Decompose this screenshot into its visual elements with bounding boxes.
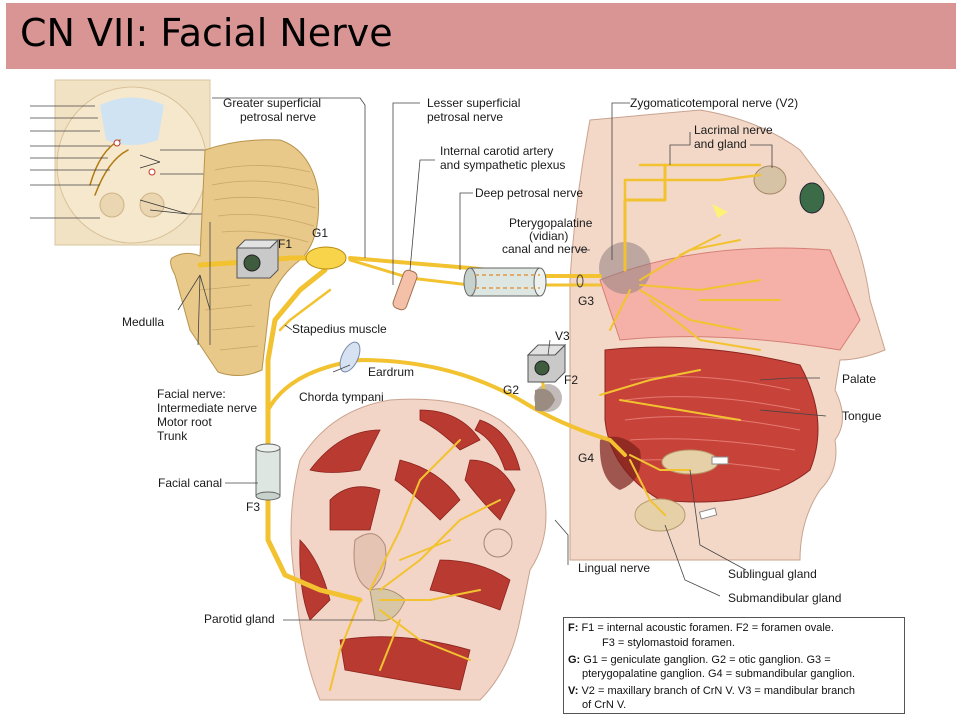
title-bar: CN VII: Facial Nerve <box>6 3 956 69</box>
label-f2: F2 <box>564 373 578 387</box>
label-pterygo-2: (vidian) <box>529 229 568 243</box>
label-zygomaticotemporal: Zygomaticotemporal nerve (V2) <box>630 96 798 110</box>
key-f-line1: F: F1 = internal acoustic foramen. F2 = … <box>568 622 834 634</box>
label-tongue: Tongue <box>842 409 882 423</box>
label-facial-nerve-3: Motor root <box>157 415 212 429</box>
g1-geniculate-ganglion <box>305 246 347 270</box>
label-v3: V3 <box>555 329 570 343</box>
label-g4: G4 <box>578 451 594 465</box>
leader-lines <box>177 97 827 621</box>
f3-facial-canal <box>255 443 281 501</box>
label-lacrimal-2: and gland <box>694 137 747 151</box>
face-profile <box>290 398 547 701</box>
g2-otic-ganglion <box>535 388 555 412</box>
label-lesser-superficial-2: petrosal nerve <box>427 110 503 124</box>
key-v-line1: V: V2 = maxillary branch of CrN V. V3 = … <box>568 685 855 697</box>
label-deep-petrosal: Deep petrosal nerve <box>475 186 583 200</box>
label-f3: F3 <box>246 500 260 514</box>
internal-carotid-artery <box>392 269 418 311</box>
label-lesser-superficial-1: Lesser superficial <box>427 96 520 110</box>
key-g-line2: pterygopalatine ganglion. G4 = submandib… <box>582 668 856 680</box>
label-lacrimal-1: Lacrimal nerve <box>694 123 773 137</box>
label-stapedius: Stapedius muscle <box>292 322 387 336</box>
canal-ring <box>576 274 584 288</box>
label-facial-nerve-1: Facial nerve: <box>157 387 226 401</box>
f2-foramen <box>526 343 567 383</box>
label-submandibular: Submandibular gland <box>728 591 841 605</box>
label-pterygo-1: Pterygopalatine <box>509 216 593 230</box>
labels: Greater superficial petrosal nerve Lesse… <box>122 96 882 626</box>
structures <box>235 238 584 501</box>
key-legend: F: F1 = internal acoustic foramen. F2 = … <box>563 617 905 714</box>
label-f1: F1 <box>278 237 292 251</box>
label-g3: G3 <box>578 294 594 308</box>
label-facial-nerve-4: Trunk <box>157 429 188 443</box>
f1-foramen <box>235 238 280 279</box>
label-internal-carotid-2: and sympathetic plexus <box>440 158 565 172</box>
label-greater-superficial-1: Greater superficial <box>223 96 321 110</box>
key-g-line1: G: G1 = geniculate ganglion. G2 = otic g… <box>568 654 831 666</box>
pterygopalatine-canal <box>463 267 547 297</box>
label-internal-carotid-1: Internal carotid artery <box>440 144 553 158</box>
key-f-line2: F3 = stylomastoid foramen. <box>602 637 735 649</box>
page-title: CN VII: Facial Nerve <box>20 11 393 55</box>
label-g2: G2 <box>503 383 519 397</box>
label-palate: Palate <box>842 372 876 386</box>
key-v-line2: of CrN V. <box>582 699 627 711</box>
brainstem-inset <box>30 79 212 246</box>
label-sublingual: Sublingual gland <box>728 567 817 581</box>
eardrum <box>339 341 361 373</box>
head-profile <box>534 109 886 561</box>
label-parotid: Parotid gland <box>204 612 275 626</box>
label-lingual: Lingual nerve <box>578 561 650 575</box>
label-eardrum: Eardrum <box>368 365 414 379</box>
label-g1: G1 <box>312 226 328 240</box>
label-greater-superficial-2: petrosal nerve <box>240 110 316 124</box>
label-chorda-tympani: Chorda tympani <box>299 390 384 404</box>
label-pterygo-3: canal and nerve <box>502 242 588 256</box>
label-facial-canal: Facial canal <box>158 476 222 490</box>
label-facial-nerve-2: Intermediate nerve <box>157 401 257 415</box>
label-medulla: Medulla <box>122 315 164 329</box>
